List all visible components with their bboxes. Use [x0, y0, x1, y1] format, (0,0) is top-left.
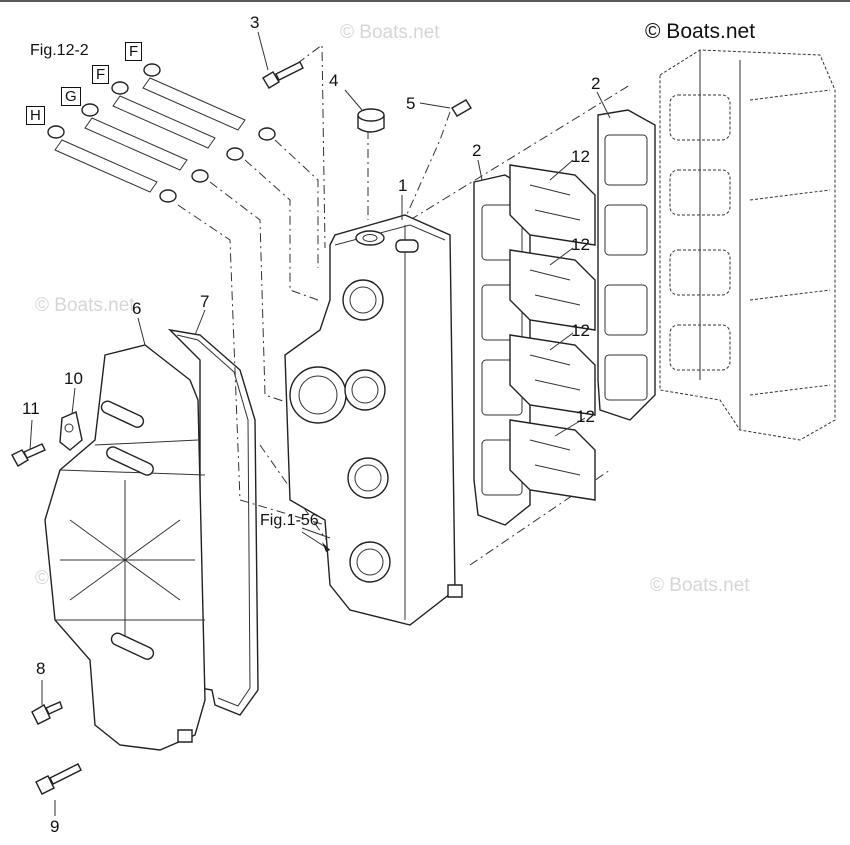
callout-10: 10 — [64, 369, 83, 388]
copyright-notice: © Boats.net — [645, 20, 756, 43]
callout-12: 12 — [576, 407, 595, 426]
fig-ref-bottom: Fig.1-56 — [260, 512, 319, 529]
callout-2: 2 — [472, 141, 482, 160]
pin-5 — [451, 99, 472, 117]
box-label-h: H — [26, 106, 45, 125]
bolt-11 — [11, 443, 46, 467]
bolt-3 — [262, 61, 304, 89]
grommet-10 — [59, 411, 83, 451]
box-label-f: F — [92, 65, 110, 84]
callout-1: 1 — [398, 176, 408, 195]
callout-5: 5 — [406, 94, 416, 113]
bolt-9 — [35, 763, 82, 795]
cylinder-block — [659, 49, 836, 441]
box-label-f: F — [125, 42, 143, 61]
intake-manifold-1 — [284, 214, 463, 626]
callout-2: 2 — [591, 74, 601, 93]
callout-7: 7 — [200, 292, 210, 311]
callout-9: 9 — [50, 817, 60, 836]
silencer-cover-6 — [44, 344, 206, 751]
callout-6: 6 — [132, 299, 142, 318]
hose-group — [47, 63, 276, 203]
callout-12: 12 — [571, 147, 590, 166]
fig-ref-top: Fig.12-2 — [30, 42, 89, 59]
callout-12: 12 — [571, 235, 590, 254]
watermark: © Boats.net — [35, 295, 135, 316]
bolt-8 — [31, 701, 63, 725]
gasket-2-right — [597, 109, 656, 421]
callout-12: 12 — [571, 321, 590, 340]
callout-3: 3 — [250, 13, 260, 32]
callout-8: 8 — [36, 659, 46, 678]
watermark: © Boats.net — [650, 575, 750, 596]
cap-4 — [357, 108, 385, 133]
watermark: © Boats.net — [340, 22, 440, 43]
callout-4: 4 — [329, 71, 339, 90]
callout-11: 11 — [22, 399, 40, 418]
box-label-g: G — [61, 87, 81, 106]
